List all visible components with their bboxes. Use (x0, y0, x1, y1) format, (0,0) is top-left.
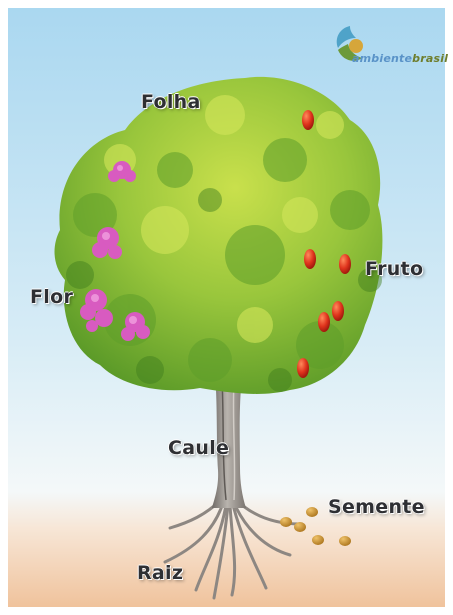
canopy (54, 76, 383, 394)
trunk (212, 360, 246, 508)
label-seed: Semente (328, 496, 425, 518)
ambientebrasil-logo: ambientebrasil (330, 22, 448, 80)
logo-text: ambientebrasil (352, 52, 449, 65)
logo-mark-icon (336, 26, 363, 61)
fruits (297, 110, 351, 378)
label-leaf: Folha (141, 91, 201, 113)
label-root: Raiz (137, 562, 184, 584)
label-flower: Flor (30, 286, 74, 308)
label-stem: Caule (168, 437, 230, 459)
label-fruit: Fruto (365, 258, 424, 280)
seeds (280, 507, 351, 546)
